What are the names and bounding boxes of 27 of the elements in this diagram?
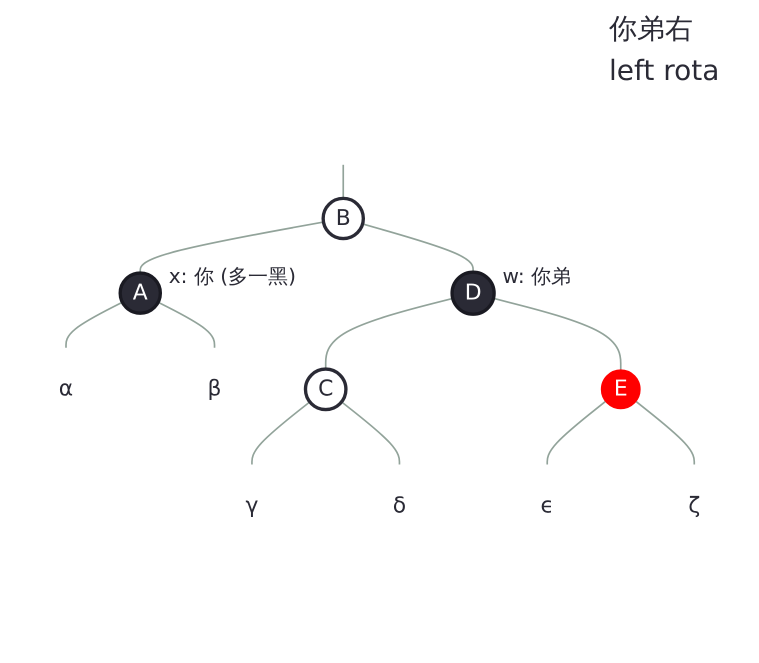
node-caption: x: 你 (多一黑) [168, 264, 296, 289]
connector [158, 302, 216, 348]
node-circle [118, 272, 162, 316]
node-text: α [58, 376, 74, 402]
note-text: left rota [609, 54, 720, 87]
connector [65, 302, 123, 348]
connector [139, 222, 324, 274]
node-text: ζ [688, 494, 700, 519]
connector [546, 401, 606, 465]
node-circle [304, 368, 348, 412]
node-text: δ [392, 494, 406, 519]
node-circle [600, 370, 641, 410]
node-text: ϵ [540, 494, 554, 519]
node-circle [450, 270, 496, 316]
connector [324, 298, 453, 370]
node-caption: w: 你弟 [502, 264, 572, 289]
node-circle [321, 197, 366, 241]
connector [342, 165, 344, 199]
connector [636, 401, 696, 465]
connector [362, 224, 474, 273]
node-text: γ [245, 494, 258, 519]
note-text: 你弟右 [609, 11, 694, 47]
node-text: β [208, 376, 222, 402]
connector [493, 298, 622, 370]
connector [251, 402, 310, 465]
connector [341, 402, 400, 465]
tree-diagram: B A D α β C E γ δ ϵ ζ x: 你 (多一黑) w: 你弟 [0, 106, 759, 557]
